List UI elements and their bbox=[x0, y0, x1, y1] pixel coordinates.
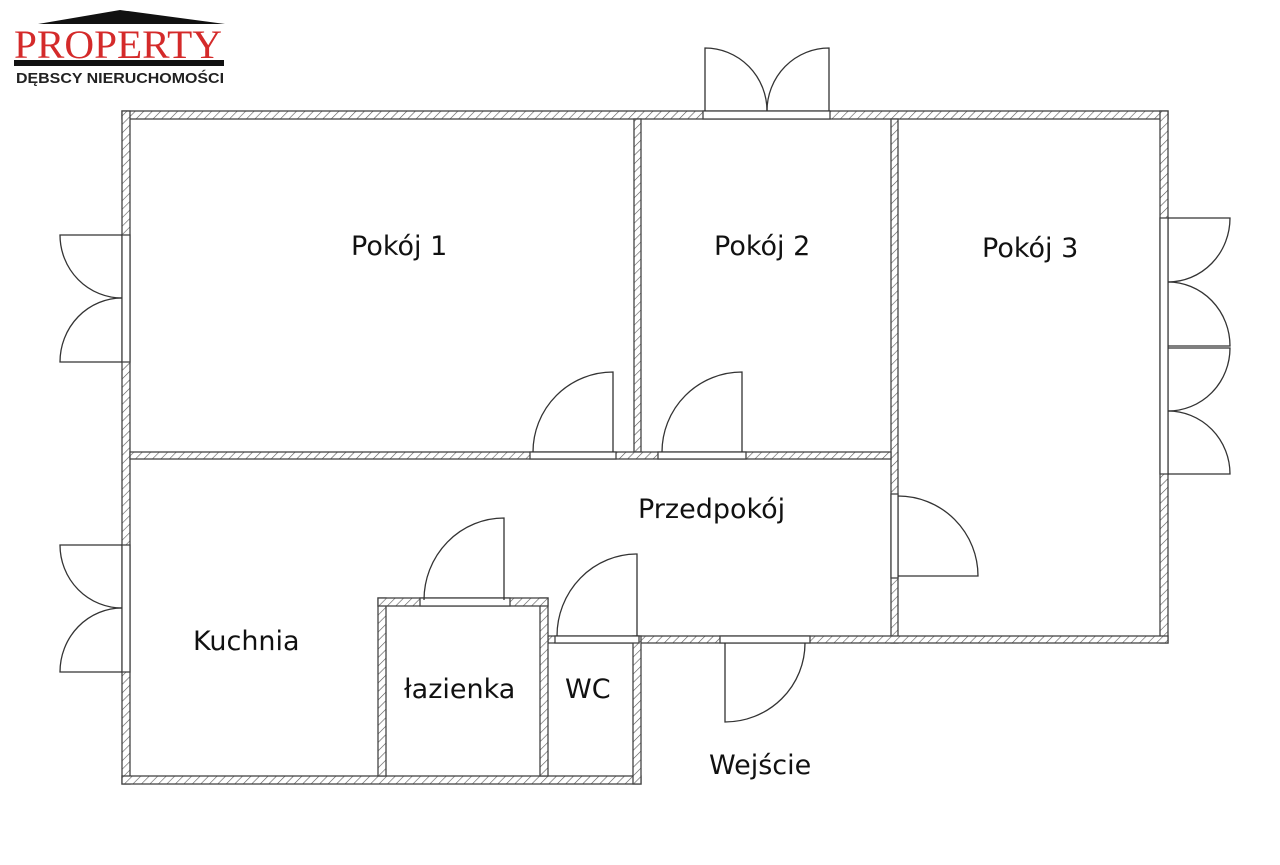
openings bbox=[121, 110, 1169, 673]
logo-subtitle: DĘBSCY NIERUCHOMOŚCI bbox=[16, 69, 224, 87]
label-pokoj2: Pokój 2 bbox=[714, 231, 810, 262]
logo-brand: PROPERTY bbox=[14, 22, 222, 67]
label-kuchnia: Kuchnia bbox=[193, 626, 300, 657]
label-przedpokoj: Przedpokój bbox=[638, 494, 785, 525]
window-right bbox=[1167, 217, 1231, 475]
window-left-top bbox=[59, 234, 123, 363]
label-lazienka: łazienka bbox=[404, 674, 515, 705]
label-wejscie: Wejście bbox=[709, 750, 811, 781]
door-entrance bbox=[724, 642, 806, 723]
label-pokoj1: Pokój 1 bbox=[351, 231, 447, 262]
door-wc bbox=[556, 553, 638, 637]
company-logo: PROPERTY DĘBSCY NIERUCHOMOŚCI bbox=[14, 10, 225, 87]
label-pokoj3: Pokój 3 bbox=[982, 233, 1078, 264]
door-top-double bbox=[704, 47, 830, 112]
walls bbox=[121, 110, 1169, 785]
door-pokoj3 bbox=[897, 495, 979, 577]
door-lazienka bbox=[423, 517, 505, 601]
door-pokoj1 bbox=[532, 371, 614, 453]
door-pokoj2 bbox=[661, 371, 743, 453]
label-wc: WC bbox=[565, 674, 611, 705]
window-left-bottom bbox=[59, 544, 123, 673]
